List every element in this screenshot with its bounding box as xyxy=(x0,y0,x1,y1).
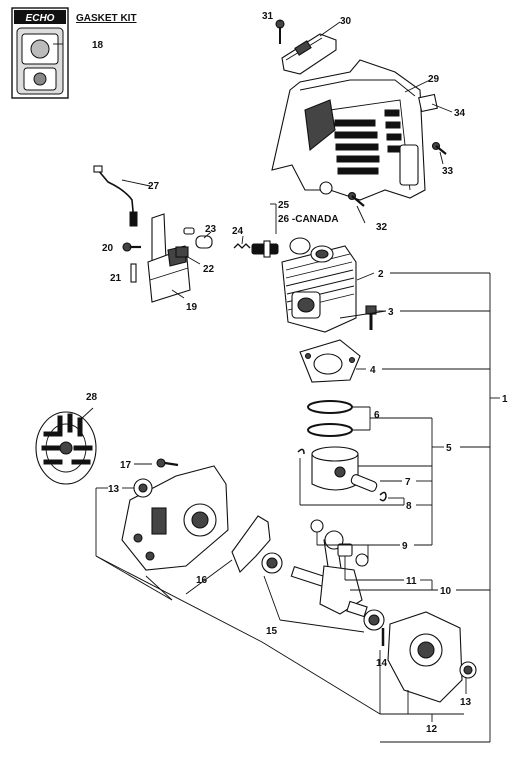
callout-34: 34 xyxy=(454,108,466,119)
flywheel-28 xyxy=(35,411,97,485)
gasket-kit-label: GASKET KIT xyxy=(76,13,137,24)
callout-3: 3 xyxy=(388,307,394,318)
top-cap xyxy=(275,19,337,75)
callout-17: 17 xyxy=(120,460,132,471)
callout-8: 8 xyxy=(406,501,412,512)
callout-6: 6 xyxy=(374,410,380,421)
callout-13-left: 13 xyxy=(108,484,120,495)
bolt-3 xyxy=(365,305,377,330)
plug-cap-23 xyxy=(183,227,213,249)
gasket-16 xyxy=(231,515,271,573)
clip-8b xyxy=(379,491,387,502)
callout-23: 23 xyxy=(205,224,217,235)
callout-10: 10 xyxy=(440,586,452,597)
callout-22: 22 xyxy=(203,264,215,275)
ignition-coil-19 xyxy=(147,213,191,303)
callout-28: 28 xyxy=(86,392,98,403)
washer-9b xyxy=(355,553,369,567)
callout-24: 24 xyxy=(232,226,244,237)
piston-5 xyxy=(311,446,359,491)
cap-22 xyxy=(175,246,189,258)
screw-33 xyxy=(431,141,447,155)
screw-32 xyxy=(347,191,365,207)
clip-8a xyxy=(297,448,305,455)
screw-20 xyxy=(122,242,141,252)
bearing-15b xyxy=(363,609,385,631)
cylinder-2 xyxy=(281,237,357,333)
seal-13a xyxy=(133,478,153,498)
bearing-11 xyxy=(337,543,353,557)
callout-2: 2 xyxy=(378,269,384,280)
echo-logo-text: ECHO xyxy=(26,13,55,24)
bearing-15a xyxy=(261,552,283,574)
callout-27: 27 xyxy=(148,181,160,192)
spring-24 xyxy=(233,243,251,249)
callout-11: 11 xyxy=(406,576,417,587)
screw-17 xyxy=(156,458,179,468)
crankshaft-10 xyxy=(290,530,368,618)
callout-7: 7 xyxy=(405,477,411,488)
leader-lines xyxy=(53,20,500,743)
washer-9a xyxy=(310,519,324,533)
callout-labels: 1 2 3 4 5 6 7 8 9 10 11 12 13 13 14 15 1… xyxy=(86,11,508,735)
callout-29: 29 xyxy=(428,74,440,85)
echo-logo xyxy=(14,10,66,24)
callout-30: 30 xyxy=(340,16,352,27)
engine-cover xyxy=(271,59,426,201)
callout-1: 1 xyxy=(502,394,508,405)
seal-13b xyxy=(459,661,477,679)
callout-18: 18 xyxy=(92,40,104,51)
callout-26-canada: 26 -CANADA xyxy=(278,214,339,225)
pin-7 xyxy=(350,474,378,492)
callout-13-right: 13 xyxy=(460,697,472,708)
gasket-kit-box: ECHO GASKET KIT xyxy=(11,7,137,99)
pin-21 xyxy=(130,263,137,283)
piston-rings-6 xyxy=(307,400,353,437)
callout-33: 33 xyxy=(442,166,454,177)
crankcase-right xyxy=(387,611,463,703)
plate-34 xyxy=(418,93,438,113)
callout-14: 14 xyxy=(376,658,388,669)
callout-31: 31 xyxy=(262,11,274,22)
gasket-4 xyxy=(299,339,361,383)
callout-16: 16 xyxy=(196,575,208,586)
callout-19: 19 xyxy=(186,302,198,313)
callout-32: 32 xyxy=(376,222,388,233)
callout-15: 15 xyxy=(266,626,278,637)
callout-4: 4 xyxy=(370,365,376,376)
callout-9: 9 xyxy=(402,541,408,552)
callout-12: 12 xyxy=(426,724,438,735)
callout-5: 5 xyxy=(446,443,452,454)
callout-25: 25 xyxy=(278,200,290,211)
spark-plug-25 xyxy=(251,240,279,258)
ignition-wire-27 xyxy=(93,165,138,227)
callout-20: 20 xyxy=(102,243,114,254)
callout-21: 21 xyxy=(110,273,122,284)
